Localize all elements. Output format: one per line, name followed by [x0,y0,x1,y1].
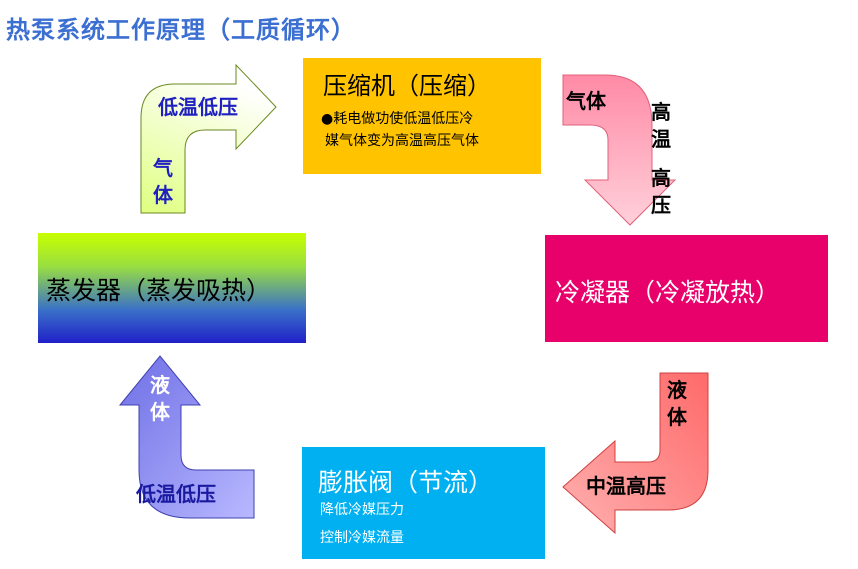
arrow-bottom-left-phase-label-2: 体 [150,400,170,424]
expansion-valve-title: 膨胀阀（节流） [318,468,494,497]
arrow-top-left-phase-label-1: 气 [153,156,173,180]
compressor-desc-line2: 媒气体变为高温高压气体 [325,133,479,149]
arrow-bottom-right-phase-label-2: 体 [667,405,687,429]
arrow-top-right [562,74,677,226]
expansion-valve-desc-line2: 控制冷媒流量 [320,530,404,546]
arrow-bottom-left [118,355,255,519]
arrow-top-left-state-label: 低温低压 [158,95,238,119]
expansion-valve-box: 膨胀阀（节流） 降低冷媒压力 控制冷媒流量 [302,447,545,559]
compressor-box: 压缩机（压缩） ●耗电做功使低温低压冷 媒气体变为高温高压气体 [303,58,541,174]
arrow-top-left [140,63,277,214]
arrow-bottom-right [562,372,709,535]
expansion-valve-desc-line1: 降低冷媒压力 [320,502,404,518]
arrow-top-right-phase-label: 气体 [566,89,606,113]
evaporator-title: 蒸发器（蒸发吸热） [46,276,272,305]
arrow-top-right-state-label-1: 高 [651,100,671,124]
evaporator-box: 蒸发器（蒸发吸热） [38,233,306,343]
arrow-bottom-right-phase-label-1: 液 [667,378,687,402]
arrow-top-right-state-label-2: 温 [651,127,671,151]
arrow-bottom-right-state-label: 中温高压 [586,474,666,498]
arrow-top-left-phase-label-2: 体 [153,183,173,207]
compressor-desc-line1: ●耗电做功使低温低压冷 [321,111,474,127]
page-title: 热泵系统工作原理（工质循环） [6,16,356,44]
condenser-title: 冷凝器（冷凝放热） [555,278,781,307]
arrow-bottom-left-state-label: 低温低压 [136,482,216,506]
compressor-title: 压缩机（压缩） [323,72,491,100]
arrow-top-right-state-label-4: 压 [651,193,671,217]
condenser-box: 冷凝器（冷凝放热） [545,235,828,342]
arrow-top-right-state-label-3: 高 [651,166,671,190]
arrow-bottom-left-phase-label-1: 液 [150,373,170,397]
